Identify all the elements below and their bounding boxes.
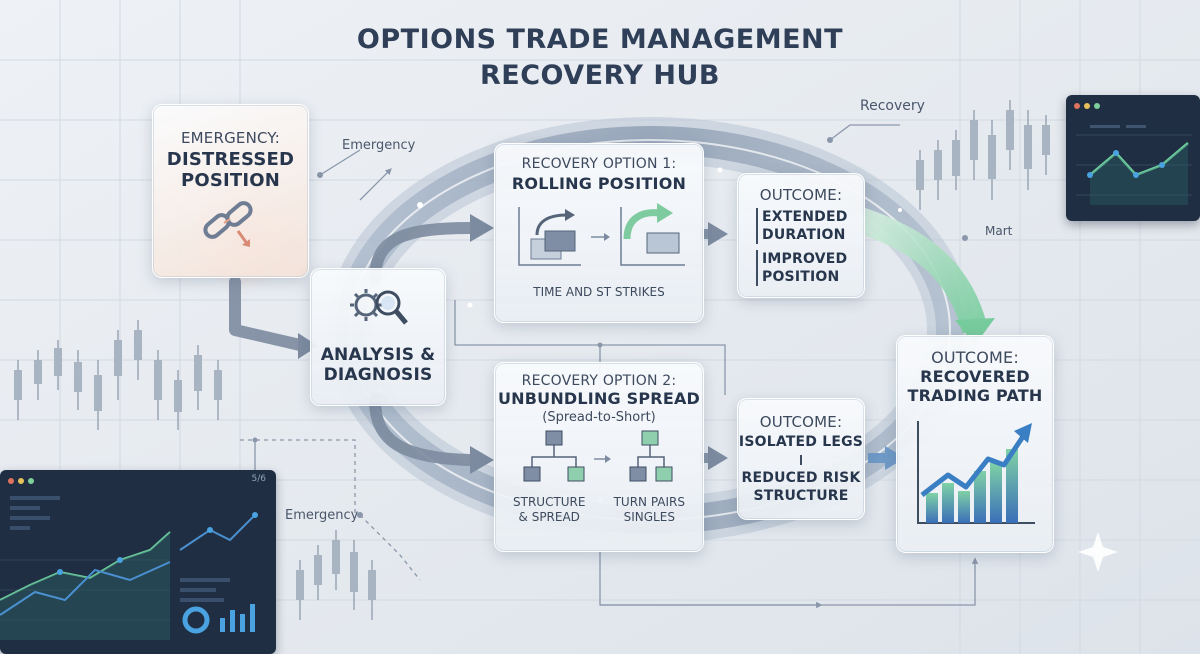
final-value-line1: RECOVERED bbox=[920, 367, 1030, 386]
emergency-annotation-top: Emergency bbox=[342, 138, 416, 153]
analysis-line1: ANALYSIS & bbox=[320, 345, 436, 365]
option2-caption-right-line2: SINGLES bbox=[623, 510, 675, 524]
option2-caption-right: TURN PAIRS SINGLES bbox=[614, 495, 685, 525]
roll-arrow-icon bbox=[518, 203, 685, 266]
window-dot-green bbox=[1094, 103, 1100, 109]
outcome1-label: OUTCOME: bbox=[759, 186, 843, 204]
emergency-card: EMERGENCY: DISTRESSED POSITION bbox=[152, 104, 309, 278]
window-dot-red bbox=[1074, 103, 1080, 109]
emergency-annotation-bottom: Emergency bbox=[285, 508, 359, 523]
dashboard-bottom-left: 5/6 bbox=[0, 470, 276, 654]
title-line2: RECOVERY HUB bbox=[480, 60, 720, 91]
rising-bar-chart-icon bbox=[917, 421, 1035, 524]
emergency-value-line2: POSITION bbox=[180, 170, 281, 191]
page-title: OPTIONS TRADE MANAGEMENT RECOVERY HUB bbox=[300, 22, 900, 94]
window-dot-green bbox=[28, 478, 34, 484]
outcome2-divider bbox=[800, 455, 802, 465]
option1-label: RECOVERY OPTION 1: bbox=[521, 156, 677, 172]
option1-value: ROLLING POSITION bbox=[511, 174, 687, 193]
analysis-line2: DIAGNOSIS bbox=[323, 365, 433, 385]
outcome1-item1: EXTENDED DURATION bbox=[756, 208, 864, 244]
broken-chain-icon bbox=[202, 201, 253, 247]
option2-caption-left-line2: & SPREAD bbox=[518, 510, 580, 524]
outcome1-item2: IMPROVED POSITION bbox=[756, 250, 864, 286]
gear-magnifier-icon bbox=[350, 289, 408, 325]
option2-caption-right-line1: TURN PAIRS bbox=[613, 495, 685, 509]
option2-caption-left: STRUCTURE & SPREAD bbox=[513, 495, 585, 525]
dashboard-top-right bbox=[1066, 95, 1200, 221]
recovery-option2-card: RECOVERY OPTION 2: UNBUNDLING SPREAD (Sp… bbox=[494, 362, 704, 552]
outcome2-label: OUTCOME: bbox=[759, 413, 843, 431]
final-outcome-card: OUTCOME: RECOVERED TRADING PATH bbox=[896, 335, 1054, 553]
emergency-value-line1: DISTRESSED bbox=[166, 149, 295, 170]
tree-structure-icon bbox=[523, 430, 673, 482]
outcome2-value2-line2: STRUCTURE bbox=[753, 488, 849, 504]
recovery-option1-card: RECOVERY OPTION 1: ROLLING POSITION TIME… bbox=[494, 143, 704, 323]
option2-caption-left-line1: STRUCTURE bbox=[513, 495, 586, 509]
line-chart-icon bbox=[1076, 125, 1192, 205]
recovery-annotation: Recovery bbox=[860, 98, 925, 114]
option2-sub: (Spread-to-Short) bbox=[542, 410, 656, 425]
option2-label: RECOVERY OPTION 2: bbox=[521, 373, 677, 389]
mart-annotation: Mart bbox=[985, 224, 1013, 238]
analysis-card: ANALYSIS & DIAGNOSIS bbox=[310, 268, 446, 406]
panel-corner-text: 5/6 bbox=[251, 474, 266, 484]
outcome1-value2-line1: IMPROVED bbox=[762, 251, 848, 267]
option2-value: UNBUNDLING SPREAD bbox=[497, 389, 701, 408]
window-dot-yellow bbox=[18, 478, 24, 484]
option1-caption: TIME AND ST STRIKES bbox=[533, 285, 665, 299]
outcome1-value1-line1: EXTENDED bbox=[762, 209, 848, 225]
window-dot-red bbox=[8, 478, 14, 484]
title-line1: OPTIONS TRADE MANAGEMENT bbox=[356, 24, 844, 55]
final-value-line2: TRADING PATH bbox=[907, 386, 1043, 405]
outcome2-value1: ISOLATED LEGS bbox=[738, 434, 864, 450]
final-label: OUTCOME: bbox=[931, 348, 1019, 367]
outcome1-value1-line2: DURATION bbox=[762, 227, 846, 243]
outcome2-value2-line1: REDUCED RISK bbox=[741, 470, 861, 486]
emergency-label: EMERGENCY: bbox=[180, 129, 281, 147]
outcome2-card: OUTCOME: ISOLATED LEGS REDUCED RISK STRU… bbox=[737, 398, 865, 520]
outcome1-card: OUTCOME: EXTENDED DURATION IMPROVED POSI… bbox=[737, 173, 865, 298]
outcome1-value2-line2: POSITION bbox=[762, 269, 840, 285]
line-area-chart-icon bbox=[0, 496, 258, 640]
window-dot-yellow bbox=[1084, 103, 1090, 109]
